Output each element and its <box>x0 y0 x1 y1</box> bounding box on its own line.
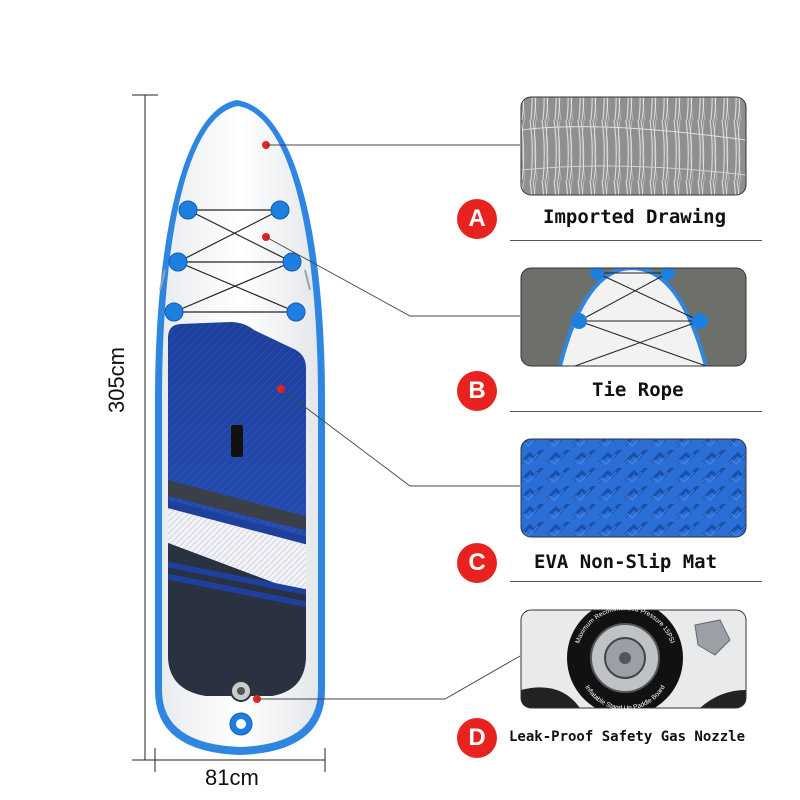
feature-label-gas-nozzle: Leak-Proof Safety Gas Nozzle <box>509 729 746 745</box>
feature-underline-b <box>510 411 762 412</box>
width-label: 81cm <box>205 765 259 790</box>
feature-badge-d: D <box>457 718 497 758</box>
thumbnail-eva-mat <box>520 438 747 538</box>
tie-points <box>164 200 306 322</box>
feature-badge-c: C <box>457 543 497 583</box>
carry-handle <box>231 425 243 457</box>
length-dimension-line <box>132 94 158 761</box>
leader-lines <box>257 144 521 700</box>
feature-badge-b: B <box>457 371 497 411</box>
thumbnail-imported-drawing <box>520 96 747 196</box>
deck-pad <box>168 322 306 696</box>
paddle-board <box>155 100 325 755</box>
feature-label-eva-mat: EVA Non-Slip Mat <box>534 551 718 573</box>
thumbnail-gas-nozzle <box>520 609 747 709</box>
feature-label-imported-drawing: Imported Drawing <box>543 206 727 228</box>
bungee-cord <box>173 209 297 313</box>
feature-badge-a: A <box>457 199 497 239</box>
thumbnail-tie-rope <box>520 267 747 367</box>
width-dimension-line <box>154 748 326 772</box>
length-label: 305cm <box>104 346 129 414</box>
feature-underline-a <box>510 240 762 241</box>
feature-underline-c <box>510 581 762 582</box>
feature-label-tie-rope: Tie Rope <box>592 379 684 401</box>
